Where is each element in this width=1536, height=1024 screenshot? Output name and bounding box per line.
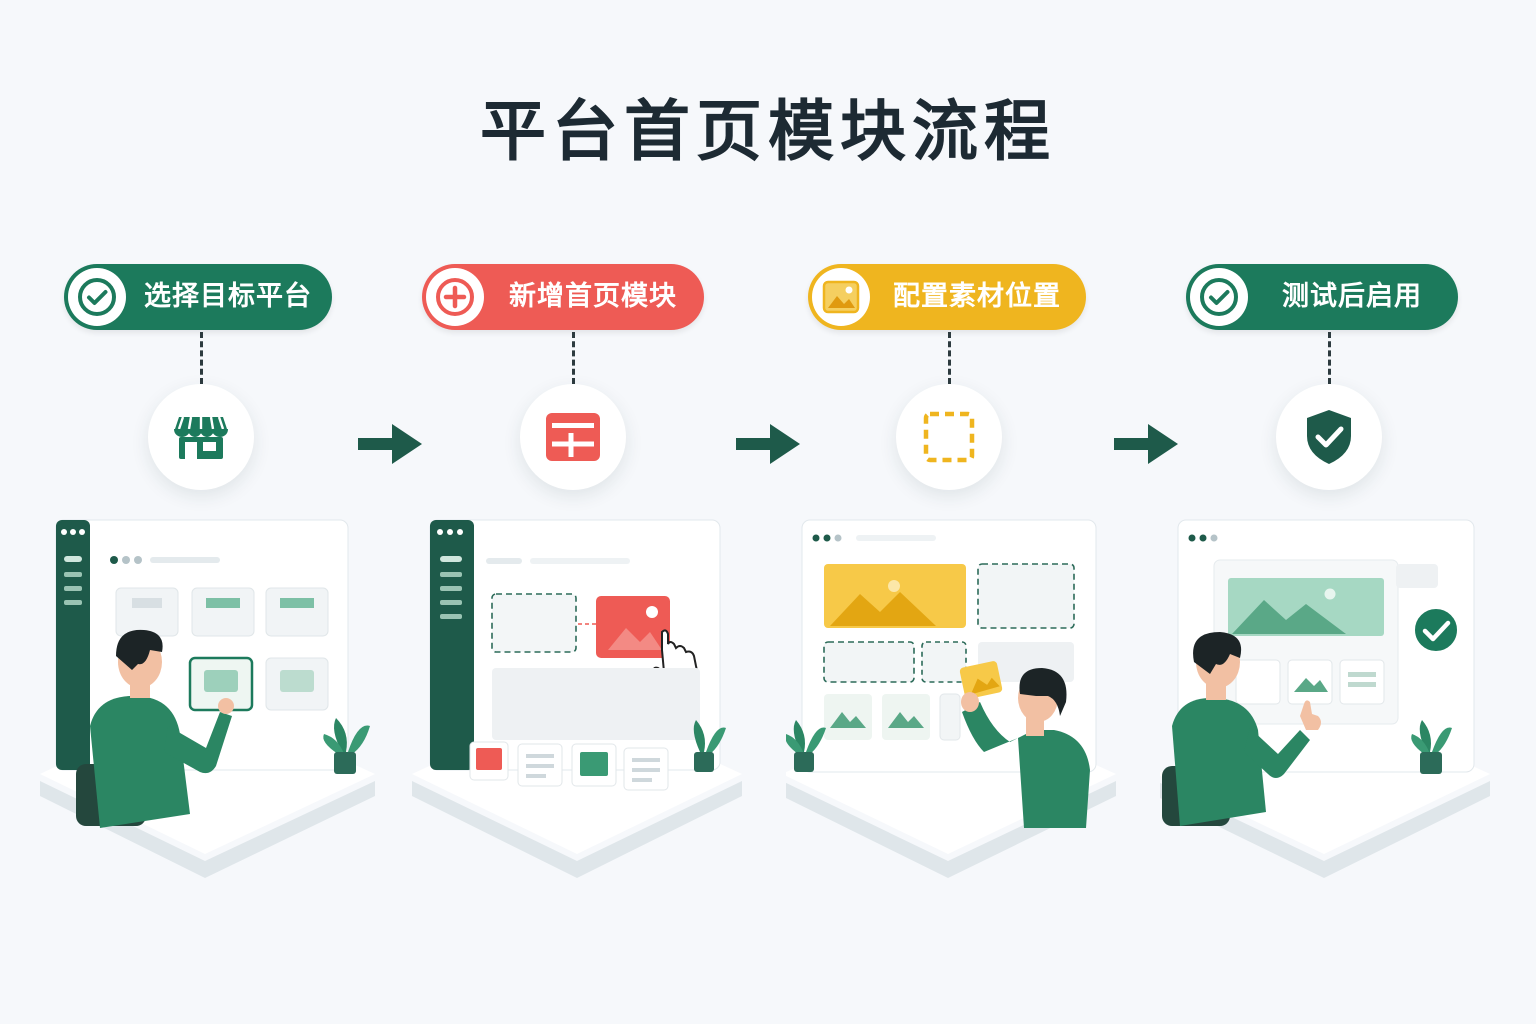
check-circle-icon <box>1190 268 1248 326</box>
step-3-illustration <box>786 519 1116 878</box>
step-select-platform: 选择目标平台 <box>40 264 410 904</box>
step-4-label: 测试后启用 <box>1282 281 1422 312</box>
sidebar-panel <box>430 520 474 770</box>
step-3-node <box>896 384 1002 490</box>
image-icon <box>812 268 870 326</box>
layout-grid-icon <box>546 413 600 461</box>
step-2-label: 新增首页模块 <box>509 281 677 312</box>
step-4-connector <box>1328 332 1331 384</box>
plus-circle-icon <box>426 268 484 326</box>
dashed-frame-icon <box>923 411 975 463</box>
step-test-and-enable: 测试后启用 <box>1160 264 1530 904</box>
module-thumbnails <box>469 741 669 791</box>
check-circle-icon <box>68 268 126 326</box>
step-3-badge[interactable]: 配置素材位置 <box>808 264 1086 330</box>
flow-arrow-2 <box>736 424 800 464</box>
step-1-badge[interactable]: 选择目标平台 <box>64 264 332 330</box>
step-2-connector <box>572 332 575 384</box>
step-1-node <box>148 384 254 490</box>
plant-decoration <box>693 720 726 772</box>
person-figure <box>76 629 234 828</box>
step-3-connector <box>948 332 951 384</box>
step-2-node <box>520 384 626 490</box>
success-check-icon <box>1411 605 1461 655</box>
step-add-module: 新增首页模块 <box>412 264 782 904</box>
person-figure <box>961 668 1090 828</box>
step-2-badge[interactable]: 新增首页模块 <box>422 264 704 330</box>
flow-arrow-3 <box>1114 424 1178 464</box>
step-1-label: 选择目标平台 <box>144 281 312 312</box>
step-4-badge[interactable]: 测试后启用 <box>1186 264 1458 330</box>
step-4-illustration <box>1160 519 1490 878</box>
step-1-illustration <box>40 519 375 878</box>
plant-decoration <box>1411 720 1452 774</box>
shield-check-icon <box>1307 410 1351 464</box>
person-figure <box>1162 632 1321 826</box>
step-1-connector <box>200 332 203 384</box>
storefront-icon <box>174 416 228 459</box>
step-configure-assets: 配置素材位置 <box>786 264 1156 904</box>
flow-arrow-1 <box>358 424 422 464</box>
page-title: 平台首页模块流程 <box>480 93 1056 170</box>
step-3-label: 配置素材位置 <box>893 281 1061 312</box>
dragged-image-card <box>959 661 1003 699</box>
step-4-node <box>1276 384 1382 490</box>
step-2-illustration <box>412 519 742 878</box>
sidebar-panel <box>56 520 90 770</box>
plant-decoration <box>323 718 370 774</box>
plant-decoration <box>786 720 826 772</box>
empty-slot <box>491 593 577 653</box>
